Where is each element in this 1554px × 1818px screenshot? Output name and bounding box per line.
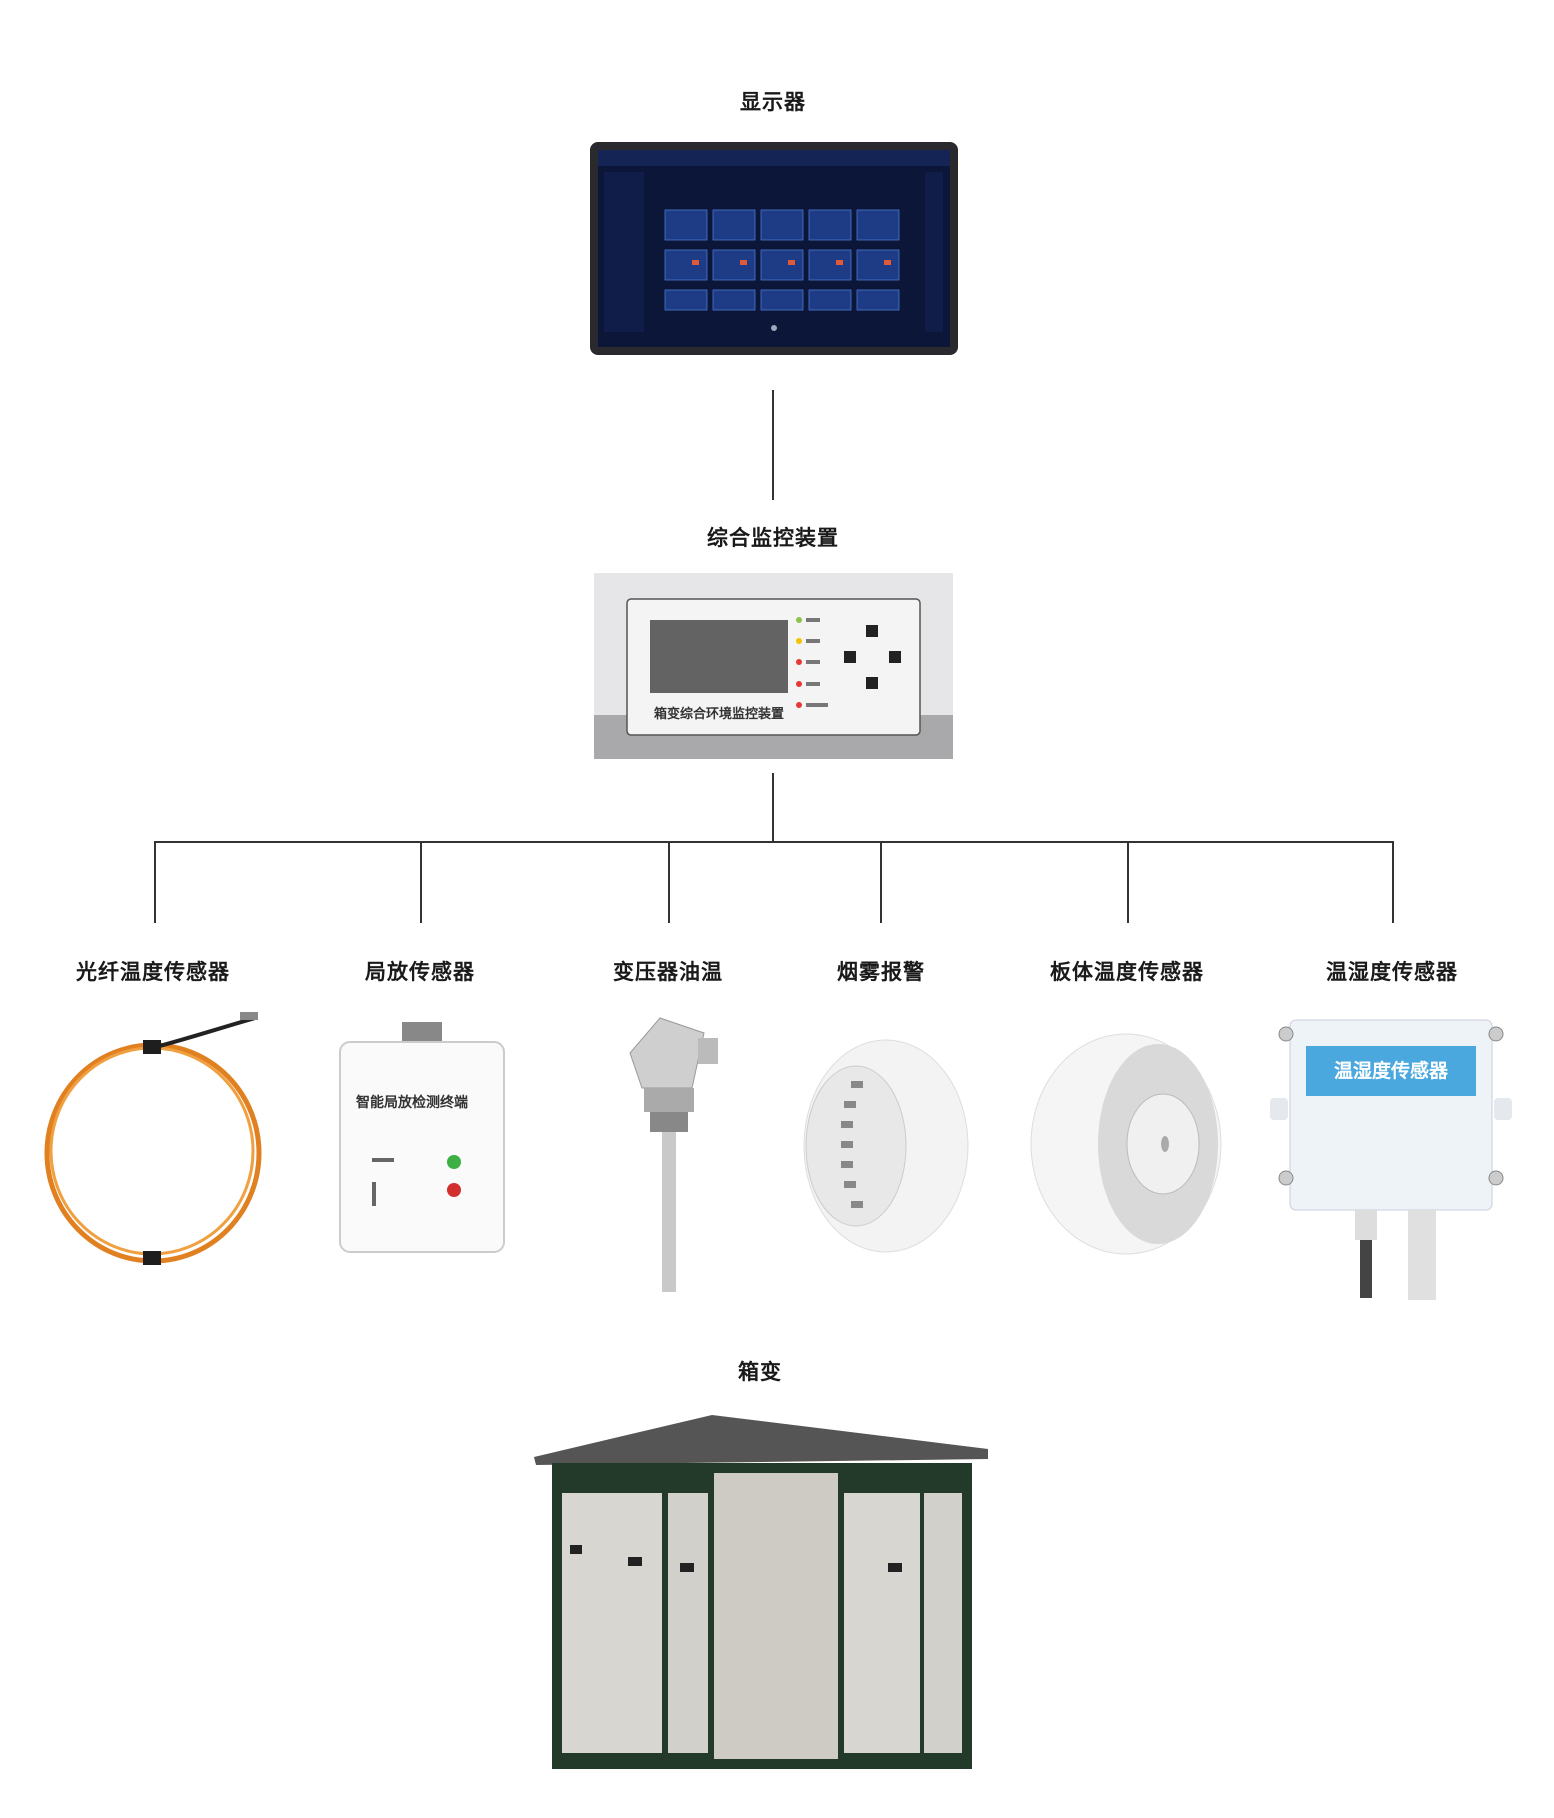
box-transformer-image bbox=[534, 1415, 988, 1769]
pd-sensor: 智能局放检测终端 bbox=[338, 1022, 506, 1254]
oil-temp-sensor bbox=[612, 1008, 724, 1293]
monitor-display bbox=[590, 142, 958, 355]
box-transformer-label: 箱变 bbox=[738, 1360, 782, 1384]
smoke-image bbox=[803, 1039, 969, 1253]
oil-temp-image bbox=[629, 1017, 718, 1292]
th-device-text: 温湿度传感器 bbox=[1334, 1060, 1449, 1082]
connector-controller-bus bbox=[772, 773, 774, 843]
box-transformer bbox=[532, 1415, 990, 1775]
th-sensor: 温湿度传感器 bbox=[1270, 1016, 1512, 1301]
pd-image bbox=[339, 1022, 505, 1253]
monitor-image bbox=[590, 142, 958, 355]
fiber-image bbox=[44, 1012, 262, 1265]
plate-temp-sensor bbox=[1028, 1026, 1223, 1260]
connector-branch-6 bbox=[1392, 841, 1394, 923]
connector-display-controller bbox=[772, 390, 774, 500]
connector-branch-3 bbox=[668, 841, 670, 923]
controller-label: 综合监控装置 bbox=[707, 526, 839, 550]
th-image bbox=[1270, 1019, 1512, 1300]
fiber-sensor bbox=[40, 1008, 270, 1268]
connector-horizontal-bus bbox=[154, 841, 1394, 843]
sensor-label-pd: 局放传感器 bbox=[365, 960, 475, 984]
sensor-label-th: 温湿度传感器 bbox=[1326, 960, 1458, 984]
pd-device-text: 智能局放检测终端 bbox=[356, 1095, 468, 1111]
display-label: 显示器 bbox=[740, 90, 806, 114]
connector-branch-1 bbox=[154, 841, 156, 923]
controller-panel-text: 箱变综合环境监控装置 bbox=[654, 707, 785, 722]
sensor-label-fiber: 光纤温度传感器 bbox=[76, 960, 230, 984]
monitor-controller: 箱变综合环境监控装置 bbox=[594, 573, 953, 759]
controller-image bbox=[594, 573, 953, 759]
sensor-label-smoke: 烟雾报警 bbox=[837, 960, 925, 984]
connector-branch-5 bbox=[1127, 841, 1129, 923]
plate-image bbox=[1030, 1033, 1222, 1255]
connector-branch-2 bbox=[420, 841, 422, 923]
connector-branch-4 bbox=[880, 841, 882, 923]
sensor-label-plate: 板体温度传感器 bbox=[1050, 960, 1204, 984]
smoke-alarm bbox=[796, 1026, 971, 1266]
sensor-label-oil: 变压器油温 bbox=[613, 960, 723, 984]
